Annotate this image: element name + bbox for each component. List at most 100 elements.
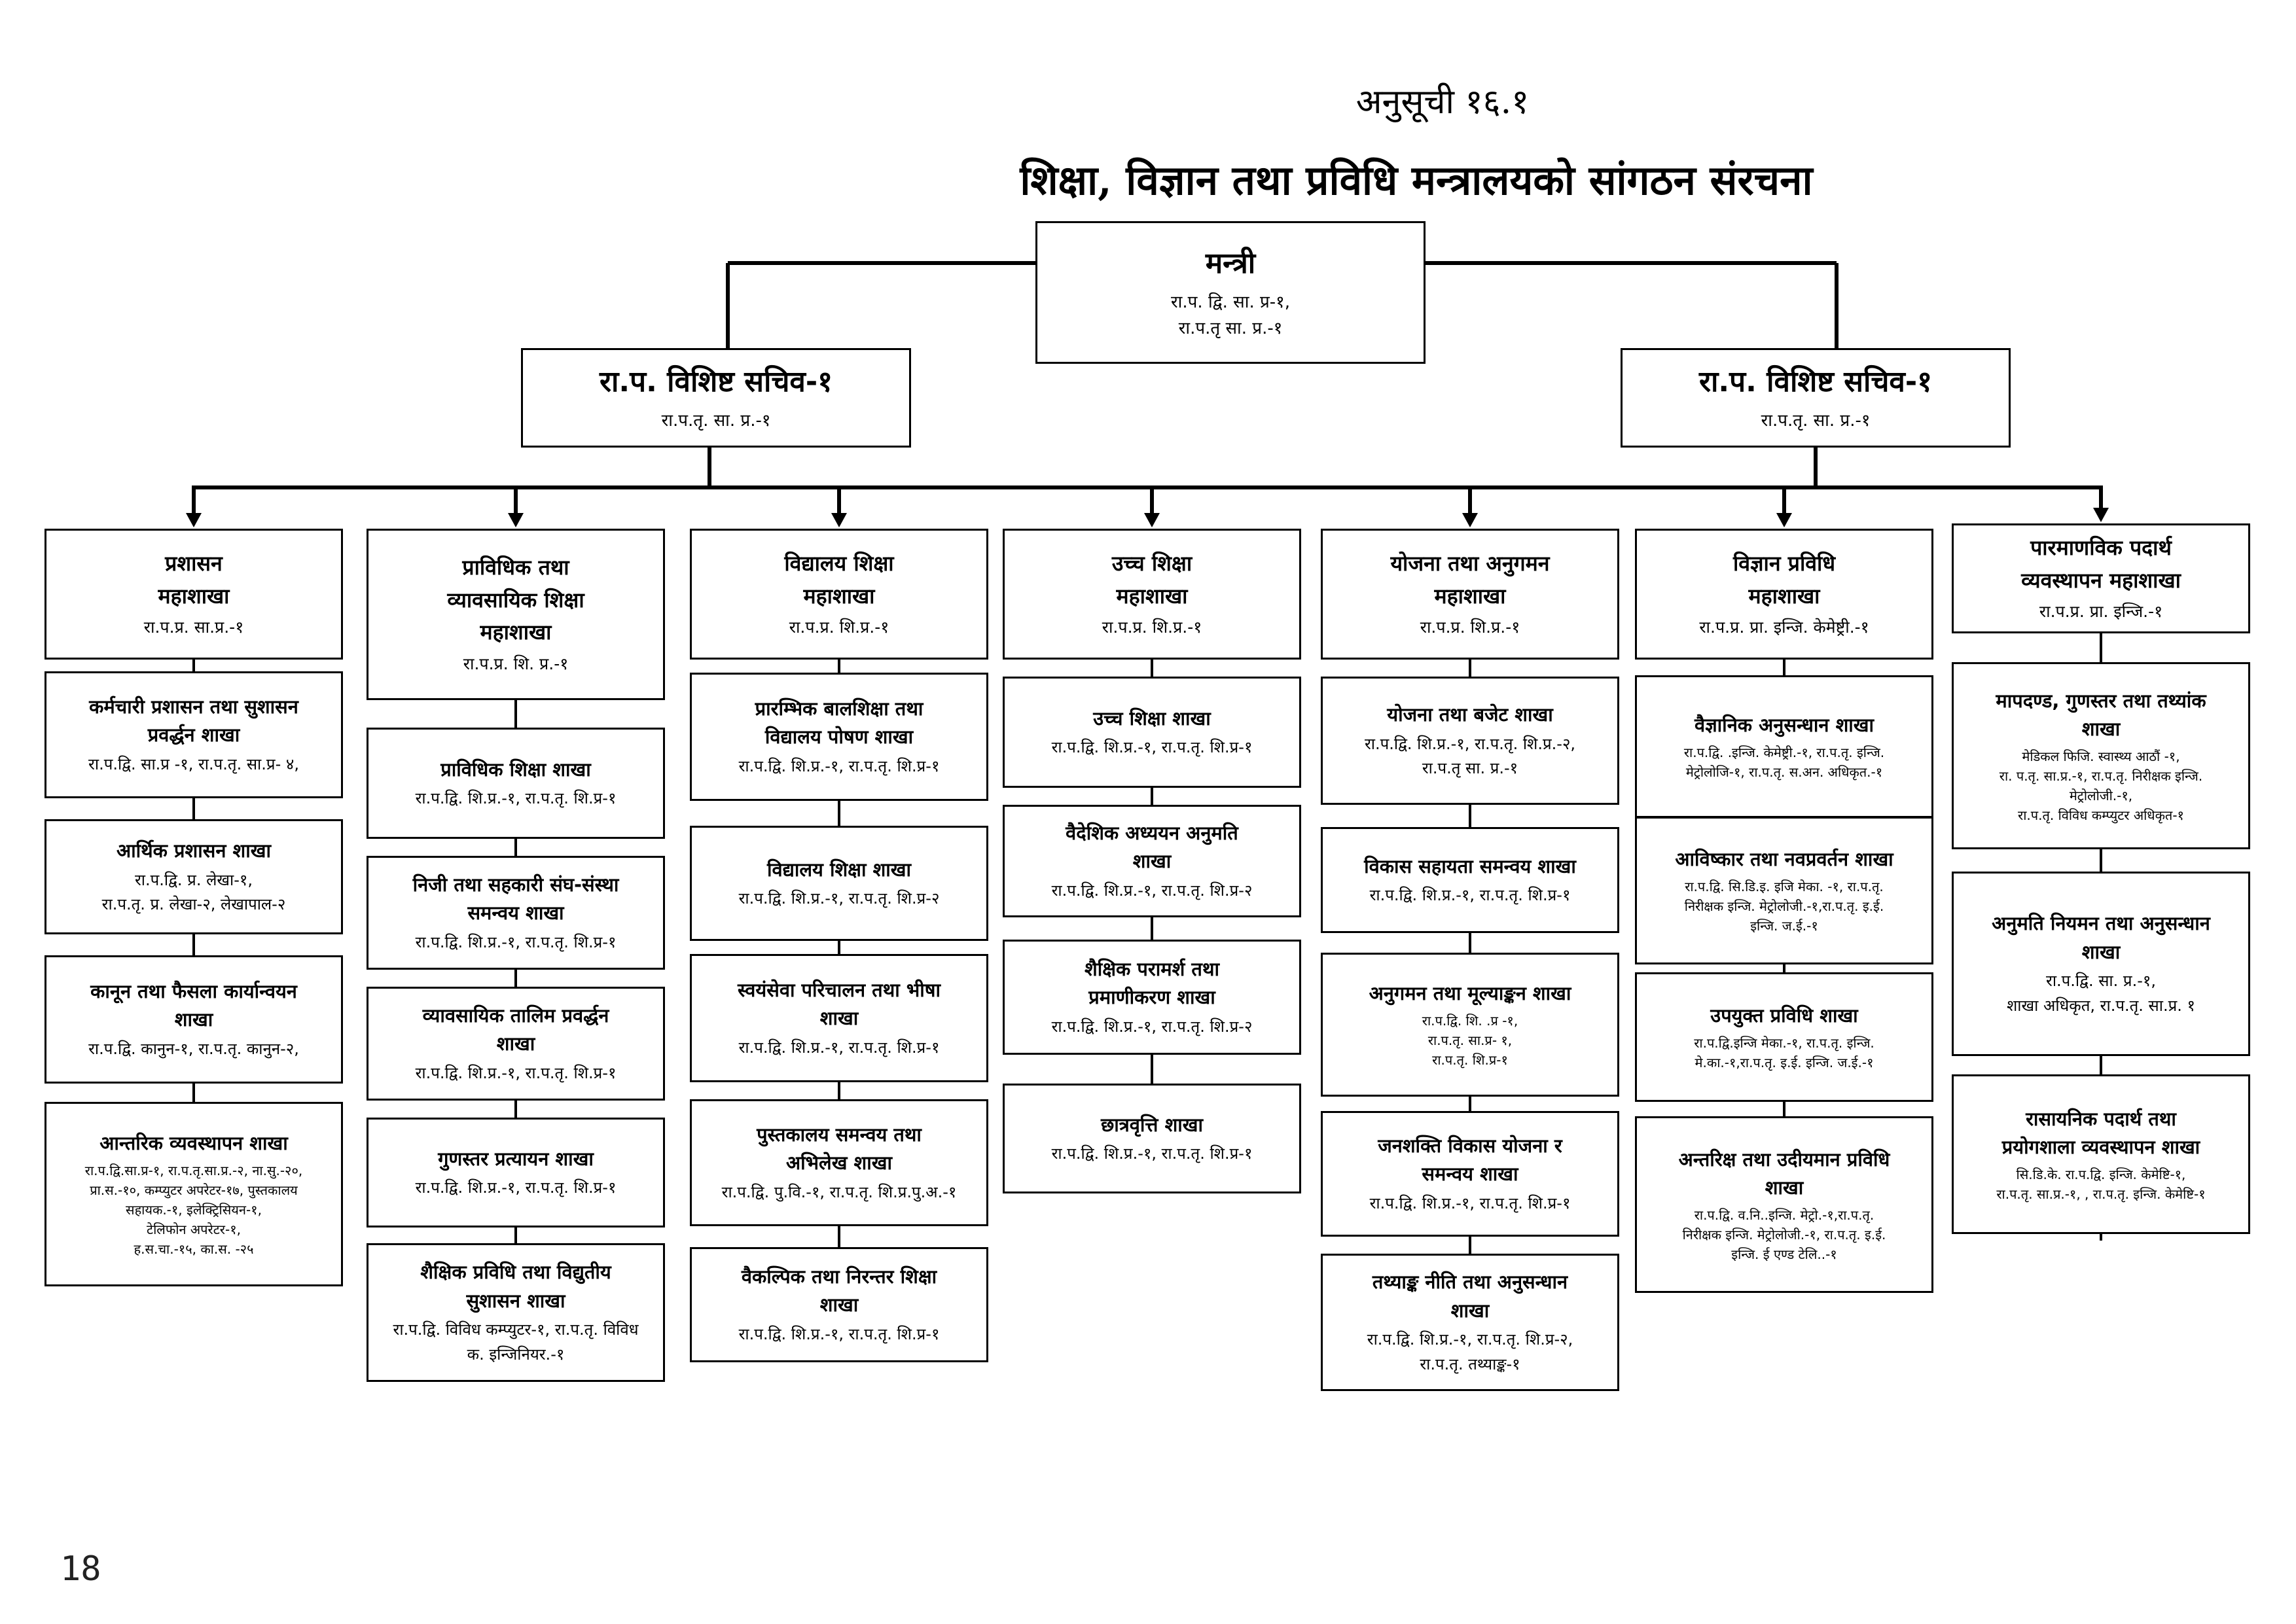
section-box-7-3-title: रासायनिक पदार्थ तथा प्रयोगशाला व्यवस्थाप… [2001, 1107, 2200, 1159]
division-box-7-title: पारमाणविक पदार्थ व्यवस्थापन महाशाखा [2021, 535, 2181, 593]
section-box-5-3: अनुगमन तथा मूल्याङ्कन शाखारा.प.द्वि. शि.… [1321, 953, 1619, 1097]
section-box-5-2: विकास सहायता समन्वय शाखारा.प.द्वि. शि.प्… [1321, 827, 1619, 933]
division-box-5-staff: रा.प.प्र. शि.प्र.-१ [1420, 618, 1520, 637]
division-box-4: उच्च शिक्षा महाशाखा रा.प.प्र. शि.प्र.-१ [1003, 529, 1301, 660]
section-box-5-5-title: तथ्याङ्क नीति तथा अनुसन्धान शाखा [1372, 1271, 1568, 1322]
section-box-3-5-staff: रा.प.द्वि. शि.प्र.-१, रा.प.तृ. शि.प्र-१ [738, 1324, 940, 1343]
section-box-3-5-title: वैकल्पिक तथा निरन्तर शिक्षा शाखा [741, 1265, 937, 1316]
section-box-2-2-title: निजी तथा सहकारी संघ-संस्था समन्वय शाखा [412, 873, 619, 925]
section-box-1-4-staff: रा.प.द्वि.सा.प्र-१, रा.प.तृ.सा.प्र.-२, न… [84, 1162, 303, 1257]
secretary-box-1: रा.प. विशिष्ट सचिव-१ रा.प.तृ. सा. प्र.-१ [521, 348, 911, 448]
division-box-5-title: योजना तथा अनुगमन महाशाखा [1390, 551, 1550, 609]
section-box-5-1-staff: रा.प.द्वि. शि.प्र.-१, रा.प.तृ. शि.प्र.-२… [1364, 734, 1576, 777]
section-box-2-1-title: प्राविधिक शिक्षा शाखा [440, 758, 591, 781]
division-box-6-title: विज्ञान प्रविधि महाशाखा [1732, 551, 1836, 609]
secretary-box-1-staff: रा.प.तृ. सा. प्र.-१ [661, 410, 771, 431]
section-box-6-3-staff: रा.प.द्वि.इन्जि मेका.-१, रा.प.तृ. इन्जि.… [1694, 1034, 1874, 1070]
division-box-1-staff: रा.प.प्र. सा.प्र.-१ [143, 618, 244, 637]
secretary-box-1-title: रा.प. विशिष्ट सचिव-१ [599, 365, 833, 399]
section-box-4-4-title: छात्रवृत्ति शाखा [1100, 1113, 1204, 1136]
section-box-5-3-title: अनुगमन तथा मूल्याङ्कन शाखा [1369, 982, 1571, 1005]
section-box-2-4-staff: रा.प.द्वि. शि.प्र.-१, रा.प.तृ. शि.प्र-१ [415, 1178, 617, 1197]
section-box-6-2: आविष्कार तथा नवप्रवर्तन शाखारा.प.द्वि. स… [1635, 817, 1933, 964]
section-box-5-5: तथ्याङ्क नीति तथा अनुसन्धान शाखा रा.प.द्व… [1321, 1254, 1619, 1391]
section-box-1-4-title: आन्तरिक व्यवस्थापन शाखा [99, 1132, 288, 1155]
minister-box: मन्त्री रा.प. द्वि. सा. प्र-१, रा.प.तृ सा… [1035, 221, 1426, 364]
secretary-box-2-staff: रा.प.तृ. सा. प्र.-१ [1761, 410, 1871, 431]
section-box-4-3-title: शैक्षिक परामर्श तथा प्रमाणीकरण शाखा [1085, 957, 1219, 1009]
section-box-4-3-staff: रा.प.द्वि. शि.प्र.-१, रा.प.तृ. शि.प्र-२ [1051, 1017, 1253, 1036]
division-box-3-title: विद्यालय शिक्षा महाशाखा [784, 551, 894, 609]
section-box-1-2: आर्थिक प्रशासन शाखारा.प.द्वि. प्र. लेखा-… [45, 819, 343, 934]
section-box-3-1-title: प्रारम्भिक बालशिक्षा तथा विद्यालय पोषण श… [755, 697, 924, 749]
section-box-2-2: निजी तथा सहकारी संघ-संस्था समन्वय शाखा रा… [367, 856, 665, 970]
section-box-7-1: मापदण्ड, गुणस्तर तथा तथ्यांक शाखामेडिकल … [1952, 662, 2250, 849]
page-number: 18 [60, 1549, 101, 1589]
minister-box-staff: रा.प. द्वि. सा. प्र-१, रा.प.तृ सा. प्र.-… [1171, 292, 1290, 338]
section-box-2-1: प्राविधिक शिक्षा शाखा रा.प.द्वि. शि.प्र.-… [367, 728, 665, 839]
section-box-5-1-title: योजना तथा बजेट शाखा [1387, 703, 1553, 726]
minister-box-title: मन्त्री [1205, 246, 1256, 280]
section-box-4-3: शैक्षिक परामर्श तथा प्रमाणीकरण शाखा रा.प.… [1003, 940, 1301, 1055]
division-box-2: प्राविधिक तथा व्यावसायिक शिक्षा महाशाखार… [367, 529, 665, 700]
section-box-6-3: उपयुक्त प्रविधि शाखारा.प.द्वि.इन्जि मेका… [1635, 972, 1933, 1102]
section-box-4-4-staff: रा.प.द्वि. शि.प्र.-१, रा.प.तृ. शि.प्र-१ [1051, 1144, 1253, 1163]
section-box-2-3-title: व्यावसायिक तालिम प्रवर्द्धन शाखा [422, 1004, 609, 1055]
section-box-2-3-staff: रा.प.द्वि. शि.प्र.-१, रा.प.तृ. शि.प्र-१ [415, 1063, 617, 1082]
section-box-5-4-staff: रा.प.द्वि. शि.प्र.-१, रा.प.तृ. शि.प्र-१ [1369, 1193, 1571, 1212]
secretary-box-2: रा.प. विशिष्ट सचिव-१ रा.प.तृ. सा. प्र.-१ [1621, 348, 2011, 448]
section-box-3-3-title: स्वयंसेवा परिचालन तथा भीषा शाखा [737, 978, 941, 1030]
division-box-7-staff: रा.प.प्र. प्रा. इन्जि.-१ [2039, 602, 2163, 622]
section-box-6-4-staff: रा.प.द्वि. व.नि..इन्जि. मेट्रो.-१,रा.प.त… [1682, 1207, 1886, 1262]
division-box-4-title: उच्च शिक्षा महाशाखा [1111, 551, 1193, 609]
section-box-3-4: पुस्तकालय समन्वय तथा अभिलेख शाखा रा.प.द्व… [690, 1099, 988, 1226]
division-box-2-title: प्राविधिक तथा व्यावसायिक शिक्षा महाशाखा [447, 555, 584, 645]
division-box-3: विद्यालय शिक्षा महाशाखारा.प.प्र. शि.प्र.… [690, 529, 988, 660]
section-box-6-1-title: वैज्ञानिक अनुसन्धान शाखा [1694, 714, 1874, 737]
section-box-3-2-staff: रा.प.द्वि. शि.प्र.-१, रा.प.तृ. शि.प्र-२ [738, 889, 940, 908]
section-box-2-5: शैक्षिक प्रविधि तथा विद्युतीय सुशासन शाख… [367, 1243, 665, 1382]
section-box-3-5: वैकल्पिक तथा निरन्तर शिक्षा शाखा रा.प.द्व… [690, 1247, 988, 1362]
section-box-6-1-staff: रा.प.द्वि. .इन्जि. केमेष्ट्री.-१, रा.प.त… [1683, 744, 1885, 780]
section-box-1-1-staff: रा.प.द्वि. सा.प्र -१, रा.प.तृ. सा.प्र- ४… [88, 754, 299, 773]
arrow-head [1776, 513, 1792, 527]
section-box-4-1: उच्च शिक्षा शाखा रा.प.द्वि. शि.प्र.-१, रा… [1003, 677, 1301, 788]
section-box-3-1-staff: रा.प.द्वि. शि.प्र.-१, रा.प.तृ. शि.प्र-१ [738, 756, 940, 775]
section-box-2-3: व्यावसायिक तालिम प्रवर्द्धन शाखा रा.प.द्व… [367, 987, 665, 1101]
section-box-4-2: वैदेशिक अध्ययन अनुमति शाखारा.प.द्वि. शि.… [1003, 805, 1301, 917]
section-box-2-5-staff: रा.प.द्वि. विविध कम्प्युटर-१, रा.प.तृ. व… [393, 1320, 639, 1364]
section-box-3-4-staff: रा.प.द्वि. पु.वि.-१, रा.प.तृ. शि.प्र.पु.… [721, 1182, 957, 1201]
division-box-1: प्रशासन महाशाखा रा.प.प्र. सा.प्र.-१ [45, 529, 343, 660]
arrow-head [1144, 513, 1160, 527]
section-box-6-2-staff: रा.प.द्वि. सि.डि.इ. इजि मेका. -१, रा.प.त… [1684, 878, 1884, 934]
secretary-box-2-title: रा.प. विशिष्ट सचिव-१ [1698, 365, 1932, 399]
section-box-4-4: छात्रवृत्ति शाखा रा.प.द्वि. शि.प्र.-१, रा… [1003, 1084, 1301, 1193]
section-box-1-2-staff: रा.प.द्वि. प्र. लेखा-१, रा.प.तृ. प्र. ले… [101, 870, 286, 913]
section-box-7-2-staff: रा.प.द्वि. सा. प्र.-१, शाखा अधिकृत, रा.प… [2006, 972, 2196, 1015]
division-box-5: योजना तथा अनुगमन महाशाखा रा.प.प्र. शि.प्र… [1321, 529, 1619, 660]
section-box-2-4-title: गुणस्तर प्रत्यायन शाखा [438, 1147, 594, 1170]
section-box-2-5-title: शैक्षिक प्रविधि तथा विद्युतीय सुशासन शाख… [420, 1261, 611, 1312]
section-box-4-1-title: उच्च शिक्षा शाखा [1093, 707, 1211, 730]
section-box-5-5-staff: रा.प.द्वि. शि.प्र.-१, रा.प.तृ. शि.प्र-२,… [1367, 1330, 1573, 1373]
division-box-1-title: प्रशासन महाशाखा [158, 551, 230, 609]
division-box-6-staff: रा.प.प्र. प्रा. इन्जि. केमेष्ट्री.-१ [1699, 618, 1869, 637]
division-box-6: विज्ञान प्रविधि महाशाखा रा.प.प्र. प्रा. इ… [1635, 529, 1933, 660]
section-box-1-3-staff: रा.प.द्वि. कानुन-१, रा.प.तृ. कानुन-२, [88, 1039, 299, 1058]
chart-title: शिक्षा, विज्ञान तथा प्रविधि मन्त्रालयको … [1020, 156, 1813, 204]
section-box-2-2-staff: रा.प.द्वि. शि.प्र.-१, रा.प.तृ. शि.प्र-१ [415, 932, 617, 951]
section-box-1-1-title: कर्मचारी प्रशासन तथा सुशासन प्रवर्द्धन श… [89, 695, 298, 747]
division-box-4-staff: रा.प.प्र. शि.प्र.-१ [1102, 618, 1202, 637]
section-box-1-3: कानून तथा फैसला कार्यान्वयन शाखारा.प.द्व… [45, 955, 343, 1084]
section-box-3-3-staff: रा.प.द्वि. शि.प्र.-१, रा.प.तृ. शि.प्र-१ [738, 1038, 940, 1057]
section-box-4-1-staff: रा.प.द्वि. शि.प्र.-१, रा.प.तृ. शि.प्र-१ [1051, 738, 1253, 757]
section-box-7-2-title: अनुमति नियमन तथा अनुसन्धान शाखा [1992, 912, 2210, 963]
section-box-2-1-staff: रा.प.द्वि. शि.प्र.-१, रा.प.तृ. शि.प्र-१ [415, 789, 617, 808]
section-box-1-4: आन्तरिक व्यवस्थापन शाखा रा.प.द्वि.सा.प्र-… [45, 1102, 343, 1286]
section-box-4-2-staff: रा.प.द्वि. शि.प्र.-१, रा.प.तृ. शि.प्र-२ [1051, 881, 1253, 900]
section-box-5-4-title: जनशक्ति विकास योजना र समन्वय शाखा [1378, 1134, 1562, 1186]
arrow-head [2093, 508, 2109, 522]
section-box-3-2-title: विद्यालय शिक्षा शाखा [766, 858, 912, 881]
arrow-head [831, 513, 847, 527]
section-box-3-4-title: पुस्तकालय समन्वय तथा अभिलेख शाखा [757, 1123, 922, 1174]
